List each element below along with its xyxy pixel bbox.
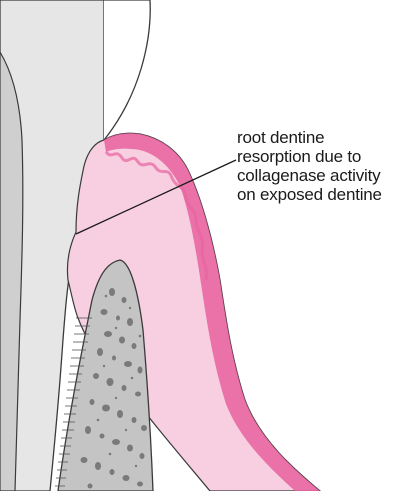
bone-trabeculae bbox=[80, 288, 147, 489]
annotation-label: root dentine resorption due to collagena… bbox=[237, 128, 397, 204]
annotation-line: on exposed dentine bbox=[237, 185, 382, 204]
pulp-canal bbox=[0, 50, 24, 491]
alveolar-bone bbox=[57, 259, 154, 491]
rete-ridges bbox=[104, 150, 208, 281]
annotation-line: resorption due to bbox=[237, 147, 362, 166]
gingiva-epithelium bbox=[104, 133, 320, 491]
enamel-outline bbox=[103, 0, 151, 141]
periodontal-ligament bbox=[55, 317, 92, 487]
annotation-leader-line bbox=[75, 159, 237, 235]
annotation-line: root dentine bbox=[237, 128, 325, 147]
annotation-line: collagenase activity bbox=[237, 166, 381, 185]
